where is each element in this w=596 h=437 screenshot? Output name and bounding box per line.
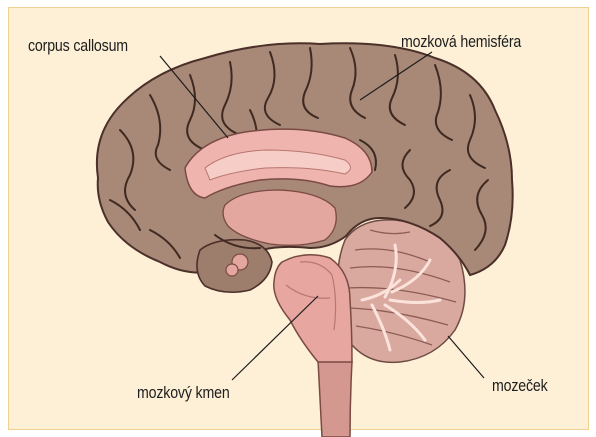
label-brainstem: mozkový kmen — [137, 384, 230, 403]
brainstem-shape — [274, 255, 352, 362]
label-hemisphere: mozková hemisféra — [401, 33, 521, 52]
label-cerebellum: mozeček — [492, 377, 548, 396]
label-corpus-callosum: corpus callosum — [28, 37, 128, 56]
spinal-cord — [318, 360, 352, 437]
leader-cerebellum — [448, 336, 484, 378]
